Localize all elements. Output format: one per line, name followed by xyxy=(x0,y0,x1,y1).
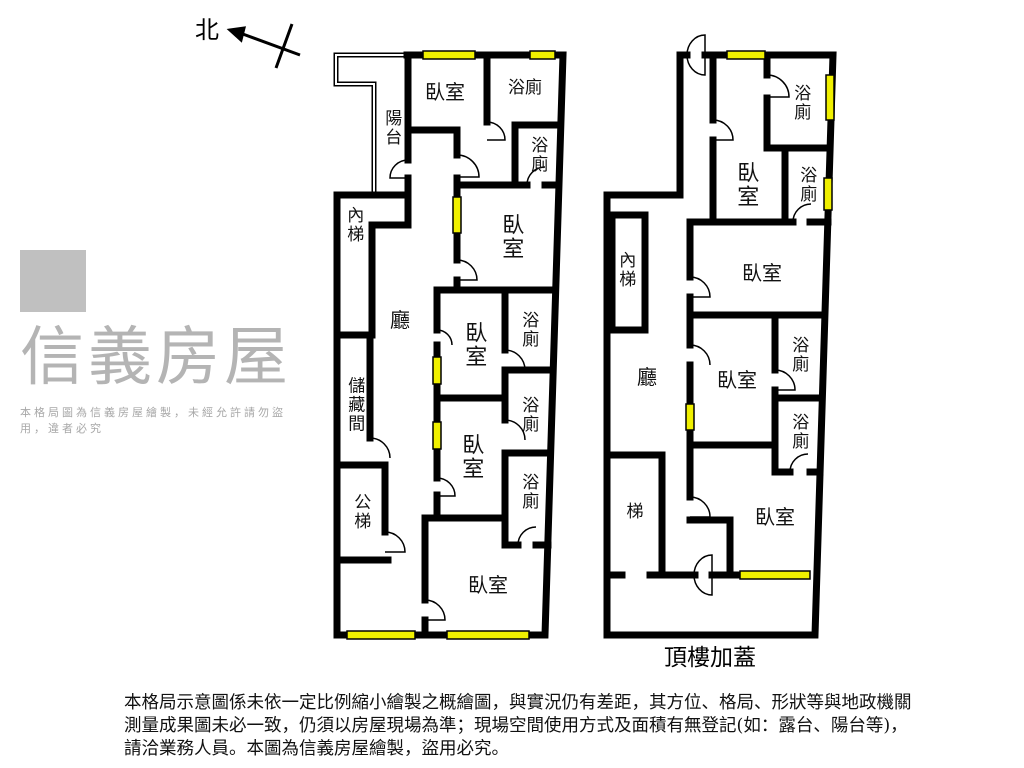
room-label: 浴廁 xyxy=(508,77,542,98)
watermark-logo xyxy=(20,250,86,312)
room-label: 臥室 xyxy=(755,505,795,529)
watermark-brand: 信義房屋 xyxy=(20,321,292,395)
right-plan-doors xyxy=(686,34,812,596)
room-label: 內梯 xyxy=(343,206,364,244)
north-label: 北 xyxy=(195,16,219,44)
room-label: 臥室 xyxy=(461,321,487,369)
room-label: 浴廁 xyxy=(796,166,817,204)
room-label: 臥室 xyxy=(742,261,782,285)
room-label: 浴廁 xyxy=(788,413,809,451)
disclaimer-text: 本格局示意圖係未依一定比例縮小繪製之概繪圖，與實況仍有差距，其方位、格局、形狀等… xyxy=(124,693,912,759)
room-label: 內梯 xyxy=(615,251,636,289)
room-label: 浴廁 xyxy=(527,136,548,174)
room-label: 浴廁 xyxy=(518,396,539,434)
left-plan-doors xyxy=(369,121,546,621)
room-label: 廳 xyxy=(637,365,657,389)
room-label: 臥室 xyxy=(458,433,484,481)
room-label: 浴廁 xyxy=(518,473,539,511)
room-label: 公梯 xyxy=(350,493,371,531)
room-label: 浴廁 xyxy=(518,311,539,349)
north-arrow-icon xyxy=(226,23,301,69)
room-label: 廳 xyxy=(390,308,410,332)
room-label: 陽台 xyxy=(381,109,402,147)
room-label: 浴廁 xyxy=(788,336,809,374)
room-label: 臥室 xyxy=(425,80,465,104)
room-label: 臥室 xyxy=(733,161,759,209)
room-label: 浴廁 xyxy=(790,84,811,122)
room-label: 臥室 xyxy=(468,573,508,597)
room-label: 臥室 xyxy=(717,368,757,392)
room-label: 臥室 xyxy=(498,213,524,261)
room-label: 梯 xyxy=(626,501,644,522)
watermark-notice: 本格局圖為信義房屋繪製，未經允許請勿盜用，違者必究 xyxy=(20,406,286,435)
right-plan-walls xyxy=(603,51,837,639)
room-label: 儲藏間 xyxy=(344,376,365,434)
rooftop-caption: 頂樓加蓋 xyxy=(664,645,756,671)
windows xyxy=(346,50,835,640)
